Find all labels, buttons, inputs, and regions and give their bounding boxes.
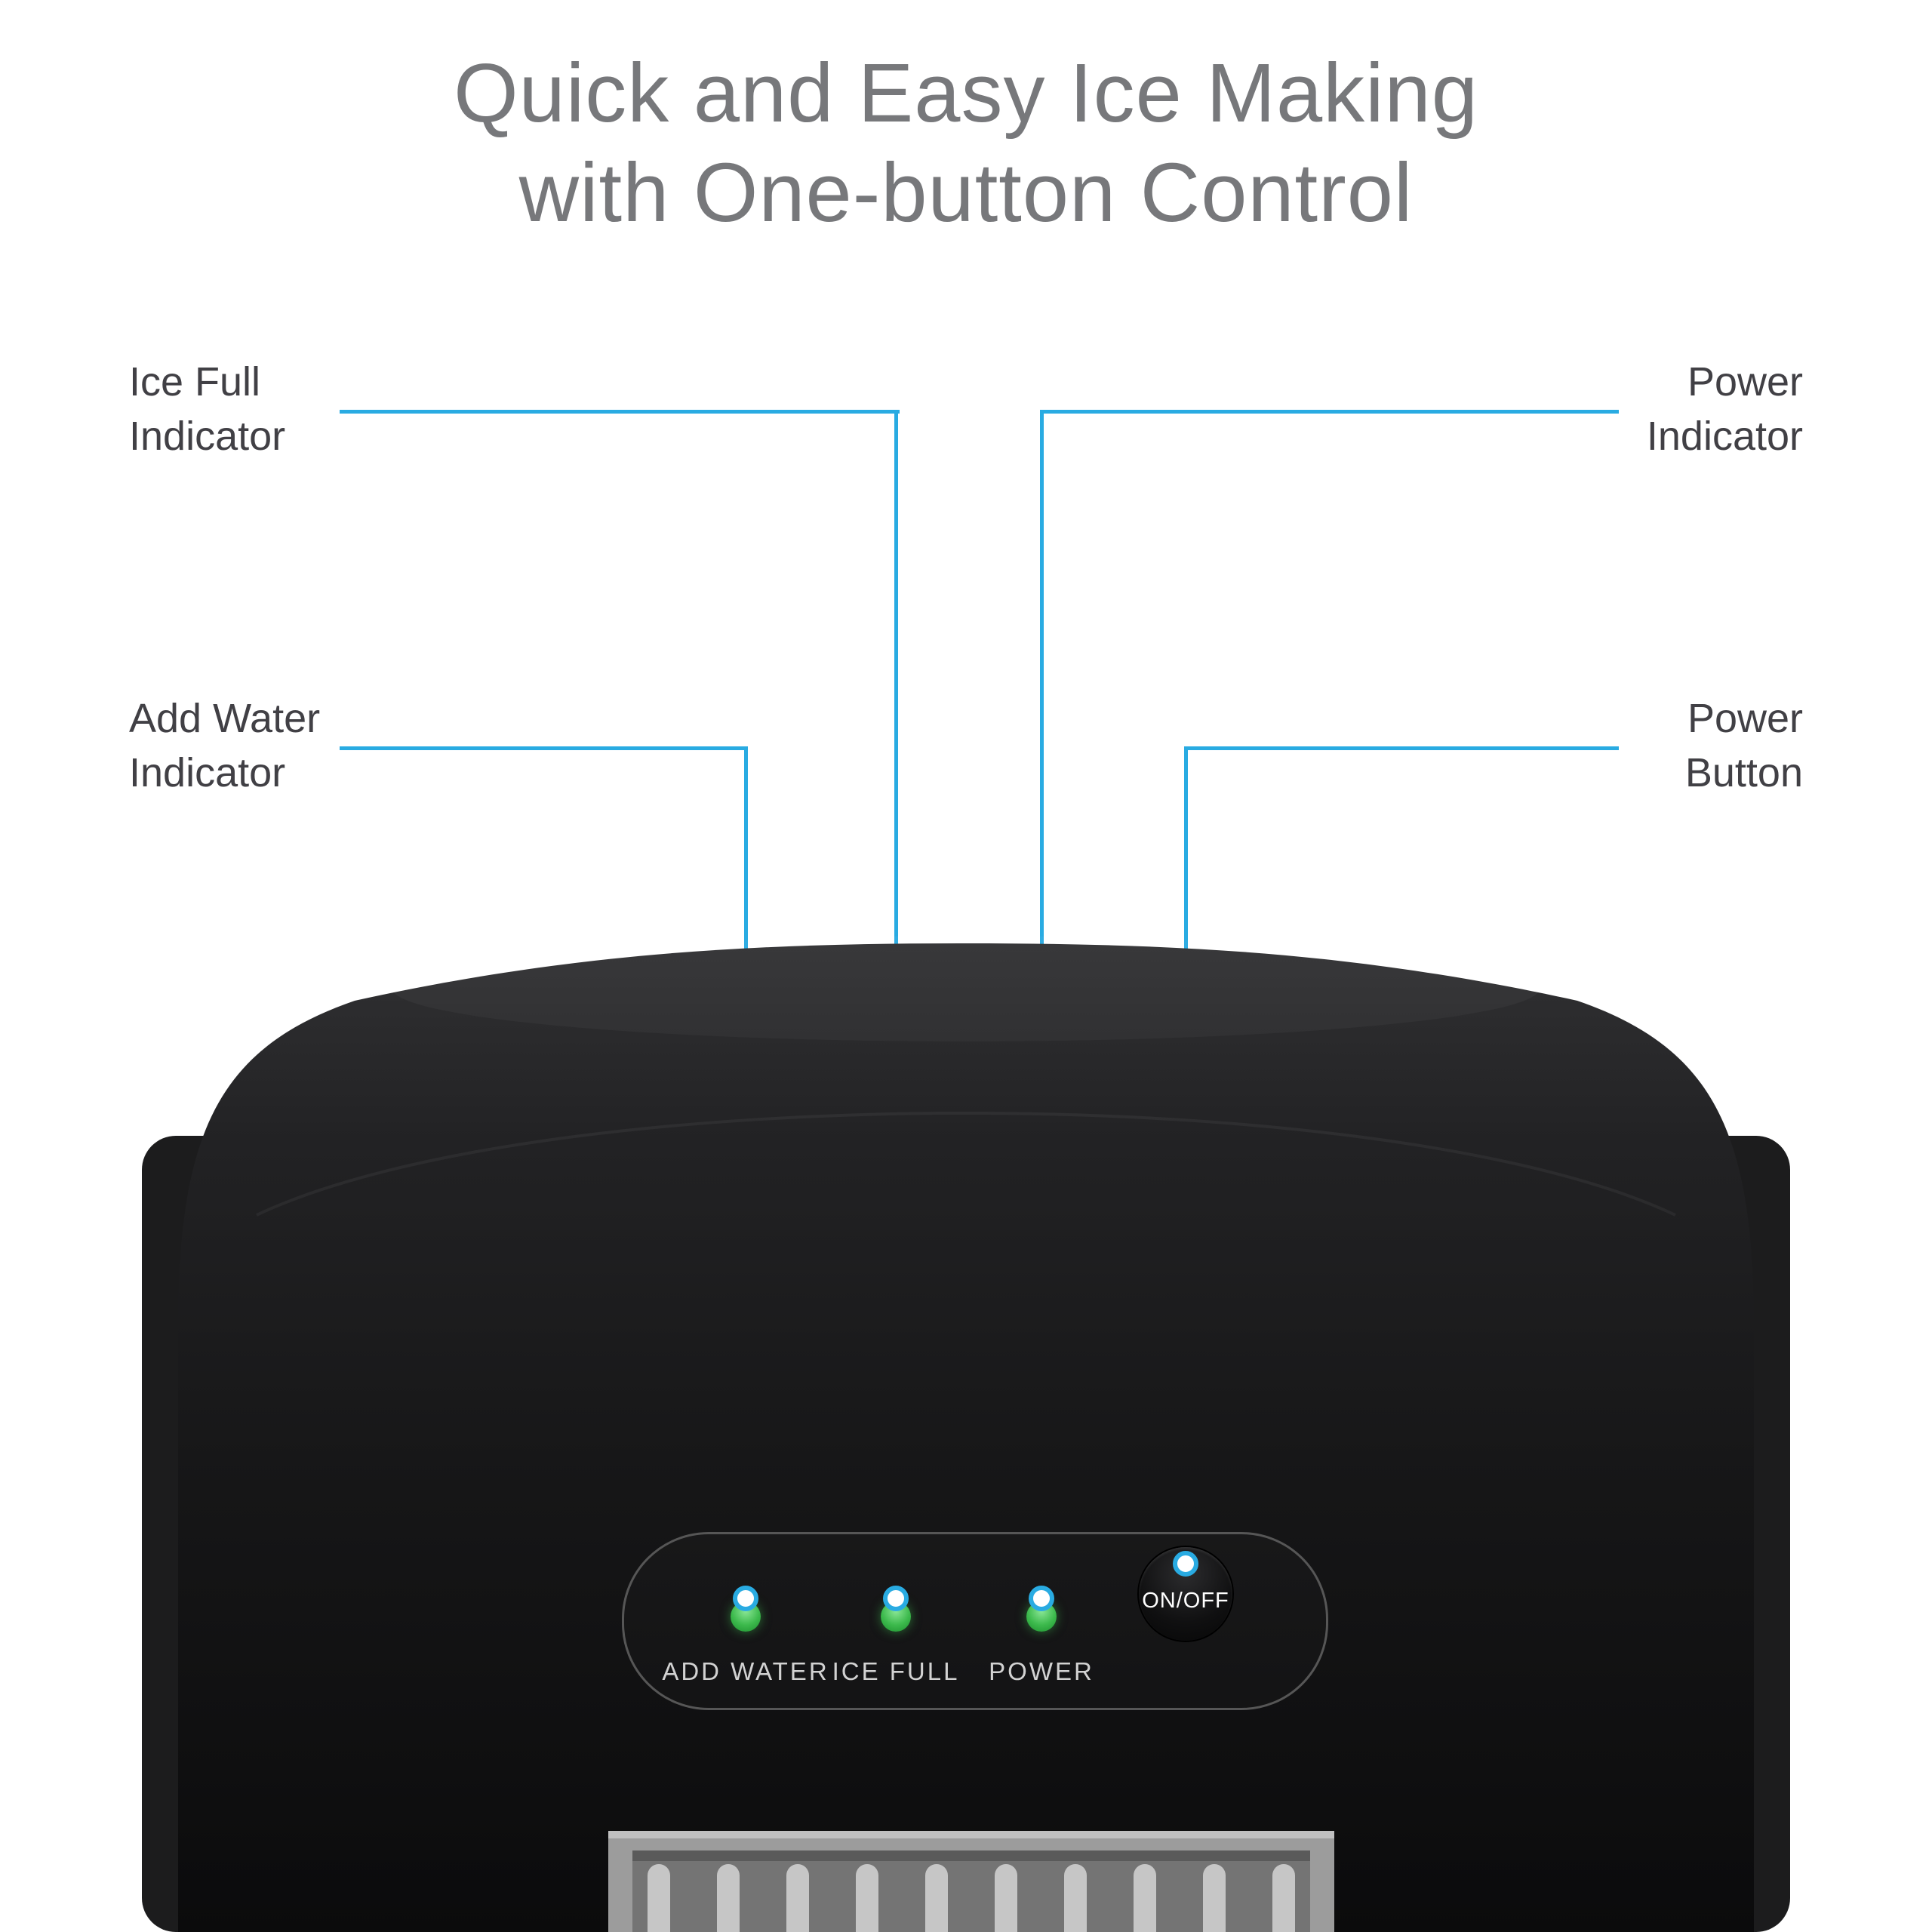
callout-ice-full-indicator: Ice Full Indicator [129, 355, 285, 463]
page-title-line1: Quick and Easy Ice Making [454, 47, 1478, 140]
callout-power-indicator: Power Indicator [1647, 355, 1803, 463]
control-panel [622, 1532, 1328, 1710]
callout-ice-full-line1: Ice Full [129, 359, 261, 405]
power-label: POWER [989, 1657, 1094, 1685]
callout-add-water-indicator: Add Water Indicator [129, 691, 320, 800]
callout-add-water-line2: Indicator [129, 750, 286, 795]
on-off-button-label: ON/OFF [1142, 1588, 1229, 1613]
callout-power-button: Power Button [1685, 691, 1803, 800]
ice-viewing-window [608, 1831, 1334, 1932]
power-callout-dot-icon [1029, 1586, 1054, 1611]
callout-power-indicator-line2: Indicator [1646, 414, 1803, 459]
leader-line-power-button-horizontal [1184, 746, 1619, 750]
page-title-line2: with One-button Control [518, 146, 1414, 239]
ice-full-callout-dot-icon [883, 1586, 909, 1611]
leader-line-add-water-horizontal [340, 746, 748, 750]
add-water-label: ADD WATER [662, 1657, 829, 1685]
leader-line-power-indicator-horizontal [1040, 410, 1619, 414]
machine-body [178, 943, 1754, 1932]
page-title: Quick and Easy Ice Making with One-butto… [0, 44, 1932, 243]
leader-line-ice-full-horizontal [340, 410, 900, 414]
callout-ice-full-line2: Indicator [129, 414, 286, 459]
callout-power-button-line1: Power [1687, 696, 1803, 741]
callout-add-water-line1: Add Water [129, 696, 321, 741]
power-button-callout-dot-icon [1173, 1551, 1198, 1577]
add-water-callout-dot-icon [733, 1586, 758, 1611]
callout-power-button-line2: Button [1684, 750, 1803, 795]
callout-power-indicator-line1: Power [1687, 359, 1803, 405]
ice-full-label: ICE FULL [832, 1657, 960, 1685]
